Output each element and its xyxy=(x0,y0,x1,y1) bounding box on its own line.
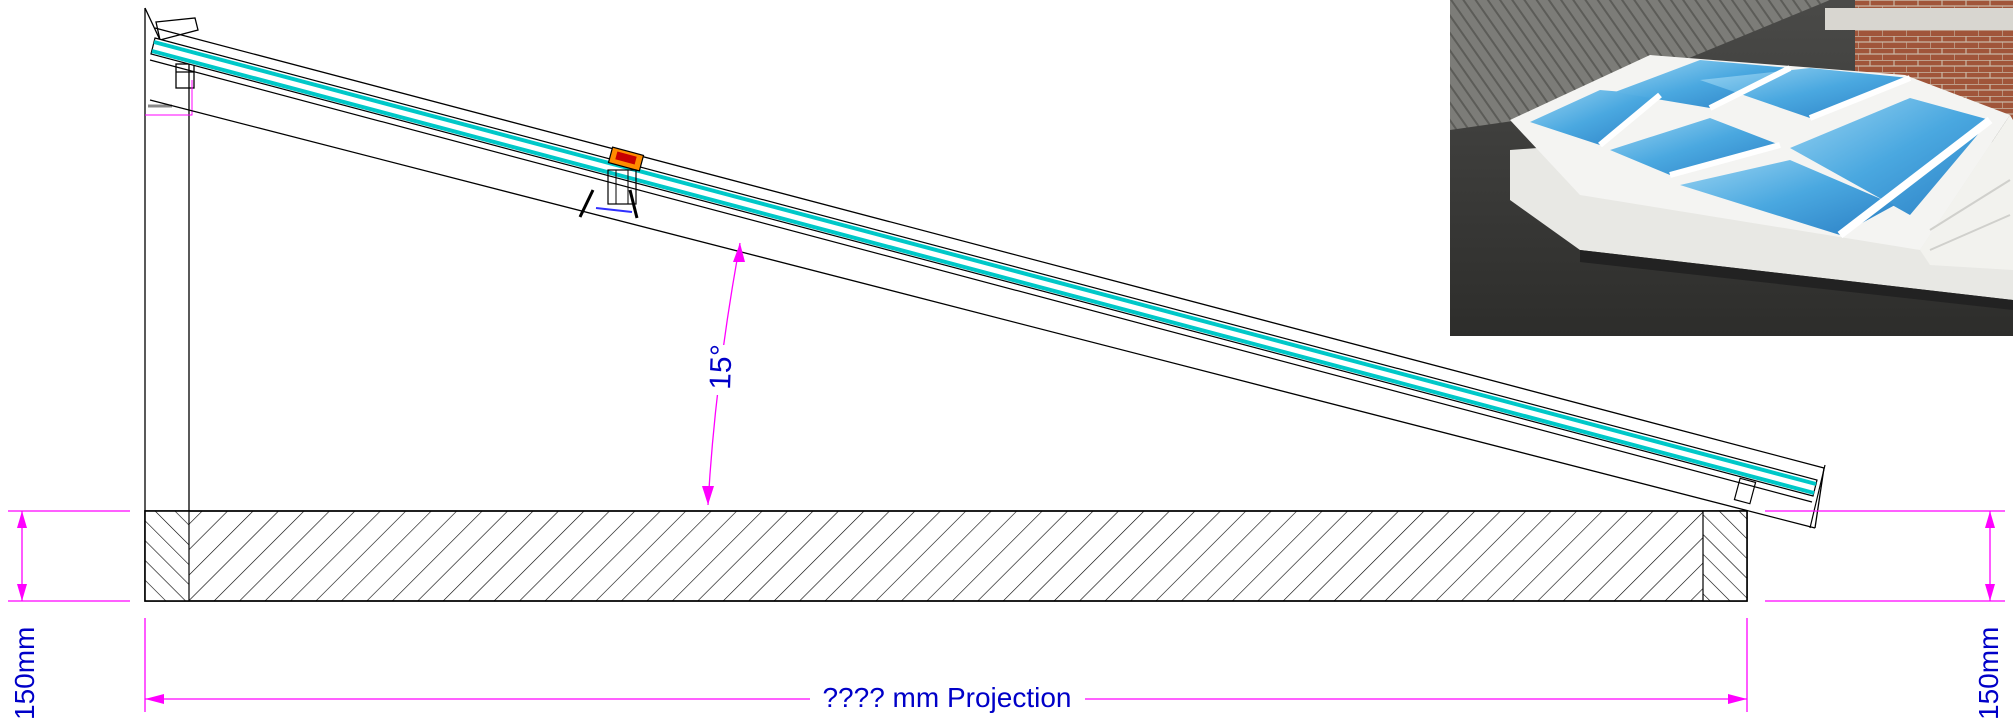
angle-label: 15° xyxy=(704,344,739,390)
eaves-detail xyxy=(1733,464,1826,529)
projection-label: ???? mm Projection xyxy=(822,682,1071,713)
right-height-dimension xyxy=(1765,510,2005,602)
wall-plate xyxy=(144,7,199,511)
left-height-label: 150mm xyxy=(9,627,40,720)
glazing-panel xyxy=(149,37,1818,503)
right-height-label: 150mm xyxy=(1973,627,2004,720)
projection-dimension xyxy=(144,618,1748,712)
angle-dimension: 15° xyxy=(695,242,745,506)
upstand-wall xyxy=(144,510,1748,602)
roof-lantern-photo xyxy=(1450,0,2013,336)
left-height-dimension xyxy=(8,510,130,602)
glazing-bar-detail xyxy=(578,146,645,219)
